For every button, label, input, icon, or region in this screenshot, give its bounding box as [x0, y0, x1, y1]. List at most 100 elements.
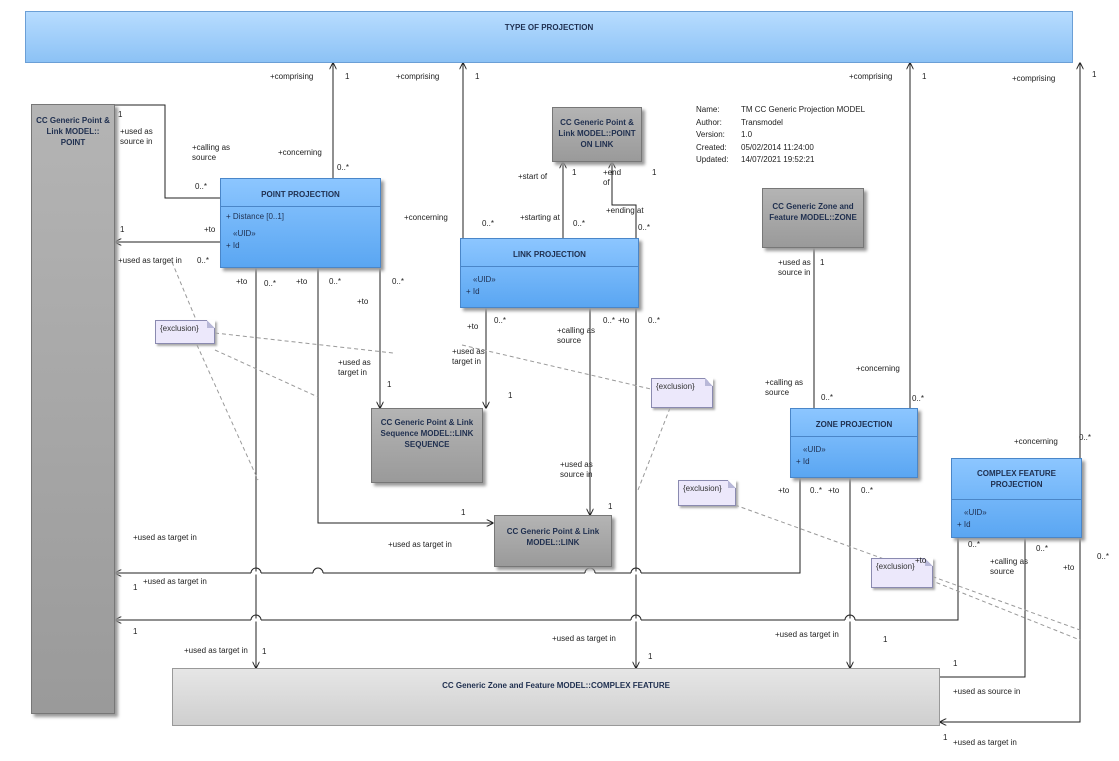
role-label: +used as target in	[338, 358, 371, 377]
multiplicity-label: 0..*	[968, 540, 981, 549]
zone-projection-attributes: «UID» + Id	[791, 436, 917, 479]
role-label: +used as source in	[778, 258, 811, 277]
multiplicity-label: 1	[820, 258, 825, 267]
link-projection-class[interactable]: LINK PROJECTION «UID» + Id	[460, 238, 639, 308]
role-label: +to	[357, 297, 369, 306]
info-key: Name:	[696, 105, 720, 114]
multiplicity-label: 1	[572, 168, 577, 177]
role-label: +used as source in	[953, 687, 1021, 696]
multiplicity-label: 0..*	[912, 394, 925, 403]
role-label: +starting at	[520, 213, 560, 222]
complex-feature-projection-attributes: «UID» + Id	[952, 499, 1081, 539]
role-label: +used as target in	[388, 540, 452, 549]
multiplicity-label: 0..*	[337, 163, 350, 172]
role-label: +calling as source	[192, 143, 231, 162]
role-label: +to	[915, 556, 927, 565]
role-label: +ending at	[606, 206, 644, 215]
uid-stereotype: «UID»	[964, 508, 987, 517]
multiplicity-label: 0..*	[264, 279, 277, 288]
multiplicity-label: 0..*	[810, 486, 823, 495]
point-projection-attributes: + Distance [0..1] «UID» + Id	[221, 206, 380, 269]
multiplicity-label: 0..*	[861, 486, 874, 495]
type-of-projection-class[interactable]: TYPE OF PROJECTION	[25, 11, 1073, 63]
exclusion-note[interactable]: {exclusion}	[155, 320, 215, 344]
multiplicity-label: 0..*	[1079, 433, 1092, 442]
role-label: +to	[467, 322, 479, 331]
point-on-link-title: CC Generic Point & Link MODEL::POINT ON …	[558, 118, 636, 149]
uid-stereotype: «UID»	[473, 275, 496, 284]
multiplicity-label: 1	[461, 508, 466, 517]
multiplicity-label: 1	[118, 110, 123, 119]
exclusion-note[interactable]: {exclusion}	[871, 558, 933, 588]
diagram-info: Name:TM CC Generic Projection MODEL Auth…	[696, 104, 865, 167]
role-label: +comprising	[270, 72, 314, 81]
id-attribute: + Id	[466, 287, 480, 296]
role-label: +concerning	[1014, 437, 1058, 446]
type-of-projection-title: TYPE OF PROJECTION	[504, 23, 594, 32]
multiplicity-label: 1	[262, 647, 267, 656]
role-label: +used as target in	[133, 533, 197, 542]
exclusion-note[interactable]: {exclusion}	[678, 480, 736, 506]
info-value: 1.0	[741, 130, 753, 140]
role-label: +used as source in	[120, 127, 153, 146]
multiplicity-label: 1	[652, 168, 657, 177]
role-label: +comprising	[396, 72, 440, 81]
multiplicity-label: 0..*	[1036, 544, 1049, 553]
id-attribute: + Id	[796, 457, 810, 466]
multiplicity-label: 0..*	[603, 316, 616, 325]
multiplicity-label: 1	[1092, 70, 1097, 79]
multiplicity-label: 1	[508, 391, 513, 400]
id-attribute: + Id	[957, 520, 971, 529]
point-title: CC Generic Point & Link MODEL:: POINT	[36, 116, 110, 147]
multiplicity-label: 0..*	[482, 219, 495, 228]
complex-feature-title: CC Generic Zone and Feature MODEL::COMPL…	[442, 681, 670, 690]
multiplicity-label: 1	[387, 380, 392, 389]
multiplicity-label: 1	[922, 72, 927, 81]
multiplicity-label: 0..*	[329, 277, 342, 286]
complex-feature-projection-class[interactable]: COMPLEX FEATURE PROJECTION «UID» + Id	[951, 458, 1082, 538]
multiplicity-label: 1	[133, 627, 138, 636]
multiplicity-label: 1	[883, 635, 888, 644]
complex-feature-projection-title: COMPLEX FEATURE PROJECTION	[977, 469, 1056, 489]
multiplicity-label: 0..*	[648, 316, 661, 325]
multiplicity-label: 0..*	[573, 219, 586, 228]
role-label: +comprising	[849, 72, 893, 81]
info-value: 05/02/2014 11:24:00	[741, 142, 814, 152]
zone-projection-class[interactable]: ZONE PROJECTION «UID» + Id	[790, 408, 918, 478]
point-class[interactable]: CC Generic Point & Link MODEL:: POINT	[31, 104, 115, 714]
info-key: Updated:	[696, 155, 729, 165]
role-label: +calling as source	[990, 557, 1029, 576]
role-label: +to	[236, 277, 248, 286]
role-label: +concerning	[856, 364, 900, 373]
multiplicity-label: 1	[120, 225, 125, 234]
role-label: +to	[778, 486, 790, 495]
role-label: +to	[618, 316, 630, 325]
link-projection-title: LINK PROJECTION	[513, 250, 586, 259]
role-label: +used as target in	[452, 347, 485, 366]
complex-feature-class[interactable]: CC Generic Zone and Feature MODEL::COMPL…	[172, 668, 940, 726]
multiplicity-label: 0..*	[494, 316, 507, 325]
uid-stereotype: «UID»	[803, 445, 826, 454]
role-label: +used as target in	[118, 256, 182, 265]
role-label: +used as target in	[552, 634, 616, 643]
link-sequence-class[interactable]: CC Generic Point & Link Sequence MODEL::…	[371, 408, 483, 483]
link-title: CC Generic Point & Link MODEL::LINK	[506, 527, 600, 547]
point-projection-title: POINT PROJECTION	[261, 190, 340, 199]
info-value: Transmodel	[741, 117, 783, 127]
exclusion-note[interactable]: {exclusion}	[651, 378, 713, 408]
info-key: Version:	[696, 130, 725, 140]
multiplicity-label: 1	[475, 72, 480, 81]
role-label: +start of	[518, 172, 548, 181]
role-label: +used as target in	[143, 577, 207, 586]
point-on-link-class[interactable]: CC Generic Point & Link MODEL::POINT ON …	[552, 107, 642, 162]
role-label: +used as target in	[953, 738, 1017, 747]
link-projection-attributes: «UID» + Id	[461, 266, 638, 309]
point-projection-class[interactable]: POINT PROJECTION + Distance [0..1] «UID»…	[220, 178, 381, 268]
zone-class[interactable]: CC Generic Zone and Feature MODEL::ZONE	[762, 188, 864, 248]
uid-stereotype: «UID»	[233, 229, 256, 238]
multiplicity-label: 1	[608, 502, 613, 511]
zone-title: CC Generic Zone and Feature MODEL::ZONE	[769, 202, 857, 222]
info-key: Author:	[696, 117, 722, 127]
link-class[interactable]: CC Generic Point & Link MODEL::LINK	[494, 515, 612, 567]
